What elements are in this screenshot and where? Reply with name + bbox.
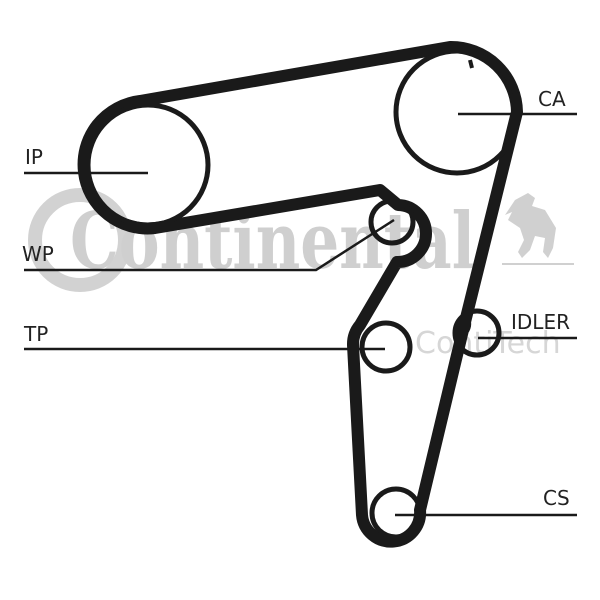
label-tp: TP	[23, 322, 48, 346]
label-ca: CA	[538, 87, 566, 111]
tp-pulley	[359, 320, 413, 374]
ca-pulley	[393, 48, 521, 176]
horse-logo-icon	[502, 193, 574, 265]
wp-leader	[24, 218, 395, 272]
svg-text:ContiTech: ContiTech	[415, 326, 561, 361]
ca-timing-mark	[468, 59, 474, 69]
label-ip: IP	[25, 145, 43, 169]
ip-pulley	[85, 102, 211, 228]
label-cs: CS	[543, 486, 570, 510]
idler-pulley	[452, 308, 502, 358]
wp-pulley	[368, 198, 416, 246]
label-wp: WP	[22, 242, 54, 266]
label-idler: IDLER	[511, 310, 570, 334]
cs-pulley	[369, 486, 423, 540]
belt	[77, 40, 523, 548]
